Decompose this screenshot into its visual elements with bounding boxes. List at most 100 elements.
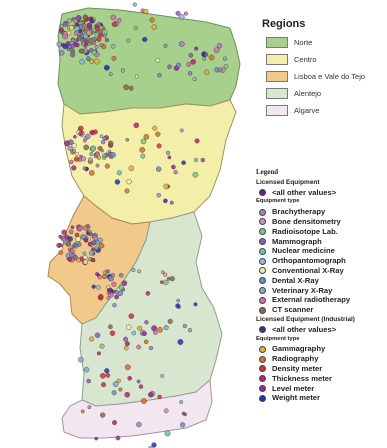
equipment-marker[interactable] — [124, 341, 130, 347]
equipment-marker[interactable] — [131, 330, 137, 336]
equipment-marker[interactable] — [116, 378, 121, 383]
equipment-marker[interactable] — [93, 58, 100, 65]
equipment-marker[interactable] — [72, 243, 77, 247]
equipment-marker[interactable] — [84, 41, 89, 46]
regions-legend-item[interactable]: Norte — [266, 36, 312, 48]
equipment-marker[interactable] — [145, 291, 151, 296]
equipment-marker[interactable] — [140, 153, 146, 159]
equipment-marker[interactable] — [131, 267, 136, 273]
equipment-marker[interactable] — [163, 272, 168, 277]
equipment-marker[interactable] — [94, 245, 99, 250]
equipment-marker[interactable] — [68, 229, 74, 235]
equipment-marker[interactable] — [75, 236, 81, 242]
equipment-marker[interactable] — [112, 303, 117, 308]
equipment-marker[interactable] — [89, 129, 96, 136]
equipment-marker[interactable] — [82, 166, 87, 171]
equipment-marker[interactable] — [123, 84, 129, 91]
region-centro[interactable] — [61, 99, 237, 225]
legend-item[interactable]: Radioisotope Lab. — [256, 227, 387, 237]
equipment-marker[interactable] — [156, 192, 162, 198]
equipment-marker[interactable] — [91, 258, 96, 263]
equipment-marker[interactable] — [77, 125, 84, 132]
equipment-marker[interactable] — [58, 250, 64, 255]
equipment-marker[interactable] — [71, 165, 77, 171]
legend-item[interactable]: Orthopantomograph — [256, 256, 387, 266]
equipment-marker[interactable] — [111, 55, 117, 61]
equipment-marker[interactable] — [110, 273, 115, 278]
equipment-marker[interactable] — [89, 336, 95, 342]
equipment-marker[interactable] — [163, 324, 169, 331]
legend-item[interactable]: Mammograph — [256, 237, 387, 247]
equipment-marker[interactable] — [111, 281, 117, 287]
equipment-marker[interactable] — [213, 47, 220, 54]
equipment-marker[interactable] — [71, 148, 76, 153]
equipment-marker[interactable] — [155, 57, 161, 63]
equipment-marker[interactable] — [75, 152, 80, 157]
legend-item[interactable]: Radiography — [256, 354, 387, 364]
equipment-marker[interactable] — [163, 43, 168, 48]
equipment-marker[interactable] — [137, 269, 142, 274]
equipment-marker[interactable] — [125, 137, 130, 142]
equipment-marker[interactable] — [80, 409, 85, 414]
legend-item[interactable]: Gammagraphy — [256, 344, 387, 354]
equipment-marker[interactable] — [111, 21, 118, 27]
equipment-marker[interactable] — [91, 284, 96, 289]
equipment-marker[interactable] — [110, 152, 116, 158]
equipment-marker[interactable] — [179, 128, 184, 133]
equipment-marker[interactable] — [123, 345, 129, 351]
equipment-marker[interactable] — [133, 122, 140, 129]
equipment-marker[interactable] — [183, 11, 188, 16]
equipment-marker[interactable] — [153, 330, 158, 335]
equipment-marker[interactable] — [166, 276, 171, 281]
equipment-marker[interactable] — [143, 133, 150, 140]
equipment-marker[interactable] — [127, 375, 133, 381]
equipment-marker[interactable] — [89, 18, 95, 24]
equipment-marker[interactable] — [151, 442, 157, 448]
equipment-marker[interactable] — [58, 234, 63, 239]
equipment-marker[interactable] — [151, 325, 158, 332]
equipment-marker[interactable] — [76, 242, 82, 247]
equipment-marker[interactable] — [74, 25, 80, 31]
equipment-marker[interactable] — [110, 14, 117, 21]
equipment-marker[interactable] — [194, 46, 199, 51]
legend-item[interactable]: Thickness meter — [256, 374, 387, 384]
equipment-marker[interactable] — [193, 302, 198, 307]
equipment-marker[interactable] — [109, 330, 116, 336]
equipment-marker[interactable] — [70, 48, 75, 53]
equipment-marker[interactable] — [176, 298, 181, 303]
equipment-marker[interactable] — [136, 421, 142, 428]
equipment-marker[interactable] — [118, 285, 124, 291]
equipment-marker[interactable] — [114, 179, 121, 185]
equipment-marker[interactable] — [182, 323, 187, 329]
equipment-marker[interactable] — [204, 69, 210, 75]
equipment-marker[interactable] — [128, 313, 135, 319]
equipment-marker[interactable] — [108, 324, 113, 330]
equipment-marker[interactable] — [102, 136, 107, 141]
equipment-marker[interactable] — [151, 24, 158, 30]
equipment-marker[interactable] — [125, 324, 132, 330]
equipment-marker[interactable] — [98, 32, 103, 38]
equipment-marker[interactable] — [133, 25, 138, 31]
equipment-marker[interactable] — [77, 356, 84, 363]
equipment-marker[interactable] — [82, 254, 88, 260]
equipment-marker[interactable] — [164, 430, 171, 437]
equipment-marker[interactable] — [89, 151, 94, 157]
equipment-marker[interactable] — [144, 320, 149, 325]
equipment-marker[interactable] — [86, 378, 91, 384]
equipment-marker[interactable] — [126, 38, 131, 43]
legend-item-other-values[interactable]: <all other values> — [256, 188, 387, 198]
equipment-marker[interactable] — [107, 275, 114, 282]
equipment-marker[interactable] — [83, 237, 89, 243]
equipment-marker[interactable] — [100, 139, 106, 145]
equipment-marker[interactable] — [99, 134, 104, 139]
equipment-marker[interactable] — [186, 62, 192, 67]
legend-item[interactable]: External radiotherapy — [256, 295, 387, 305]
equipment-marker[interactable] — [124, 188, 130, 194]
equipment-marker[interactable] — [181, 160, 186, 166]
equipment-marker[interactable] — [175, 10, 181, 16]
equipment-marker[interactable] — [137, 325, 142, 331]
equipment-marker[interactable] — [64, 140, 70, 147]
equipment-marker[interactable] — [78, 29, 83, 33]
equipment-marker[interactable] — [106, 296, 111, 301]
equipment-marker[interactable] — [73, 134, 77, 139]
